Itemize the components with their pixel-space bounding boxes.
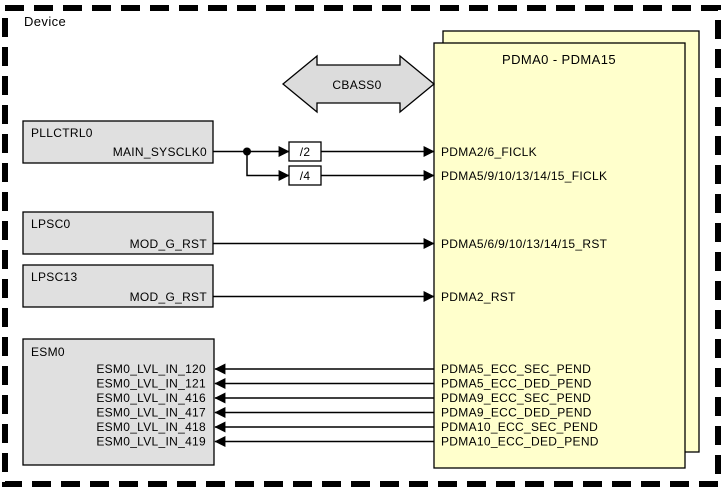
signal-pdma10-ecc-ded-pend: PDMA10_ECC_DED_PEND <box>441 435 599 449</box>
esm0-port-lvl-in-120: ESM0_LVL_IN_120 <box>96 362 206 376</box>
pllctrl0-block <box>22 120 214 164</box>
pdma-block-front <box>433 42 686 469</box>
pllctrl0-title: PLLCTRL0 <box>31 126 93 140</box>
esm0-port-lvl-in-419: ESM0_LVL_IN_419 <box>96 435 206 449</box>
divider-div4-label: /4 <box>300 169 311 183</box>
signal-pdma2-rst: PDMA2_RST <box>441 290 516 304</box>
signal-pdma-multi-rst: PDMA5/6/9/10/13/14/15_RST <box>441 237 608 251</box>
signal-pdma5-ecc-ded-pend: PDMA5_ECC_DED_PEND <box>441 377 592 391</box>
pllctrl0-port-label: MAIN_SYSCLK0 <box>113 145 207 159</box>
esm0-port-lvl-in-418: ESM0_LVL_IN_418 <box>96 420 206 434</box>
signal-pdma2-6-ficlk: PDMA2/6_FICLK <box>441 145 537 159</box>
device-boundary <box>2 5 721 487</box>
esm0-title: ESM0 <box>31 345 65 359</box>
signal-pdma9-ecc-sec-pend: PDMA9_ECC_SEC_PEND <box>441 391 591 405</box>
wire-sysclk-to-div4 <box>246 151 290 181</box>
esm0-port-lvl-in-417: ESM0_LVL_IN_417 <box>96 406 206 420</box>
lpsc13-block <box>22 264 214 308</box>
lpsc0-port-label: MOD_G_RST <box>130 237 208 251</box>
signal-pdma9-ecc-ded-pend: PDMA9_ECC_DED_PEND <box>441 406 592 420</box>
esm0-port-lvl-in-416: ESM0_LVL_IN_416 <box>96 391 206 405</box>
esm0-block <box>22 338 215 466</box>
lpsc13-title: LPSC13 <box>31 270 78 284</box>
esm0-port-lvl-in-121: ESM0_LVL_IN_121 <box>96 377 206 391</box>
lpsc0-title: LPSC0 <box>31 217 71 231</box>
divider-div2-label: /2 <box>300 145 311 159</box>
pdma-title: PDMA0 - PDMA15 <box>502 52 616 67</box>
device-label: Device <box>24 14 66 29</box>
cbass0-bidirectional-arrow <box>281 54 436 114</box>
signal-pdma5-ecc-sec-pend: PDMA5_ECC_SEC_PEND <box>441 362 591 376</box>
cbass0-label: CBASS0 <box>332 78 381 92</box>
signal-pdma10-ecc-sec-pend: PDMA10_ECC_SEC_PEND <box>441 420 598 434</box>
signal-pdma5-9-10-13-14-15-ficlk: PDMA5/9/10/13/14/15_FICLK <box>441 169 607 183</box>
lpsc0-block <box>22 211 214 255</box>
lpsc13-port-label: MOD_G_RST <box>130 290 208 304</box>
